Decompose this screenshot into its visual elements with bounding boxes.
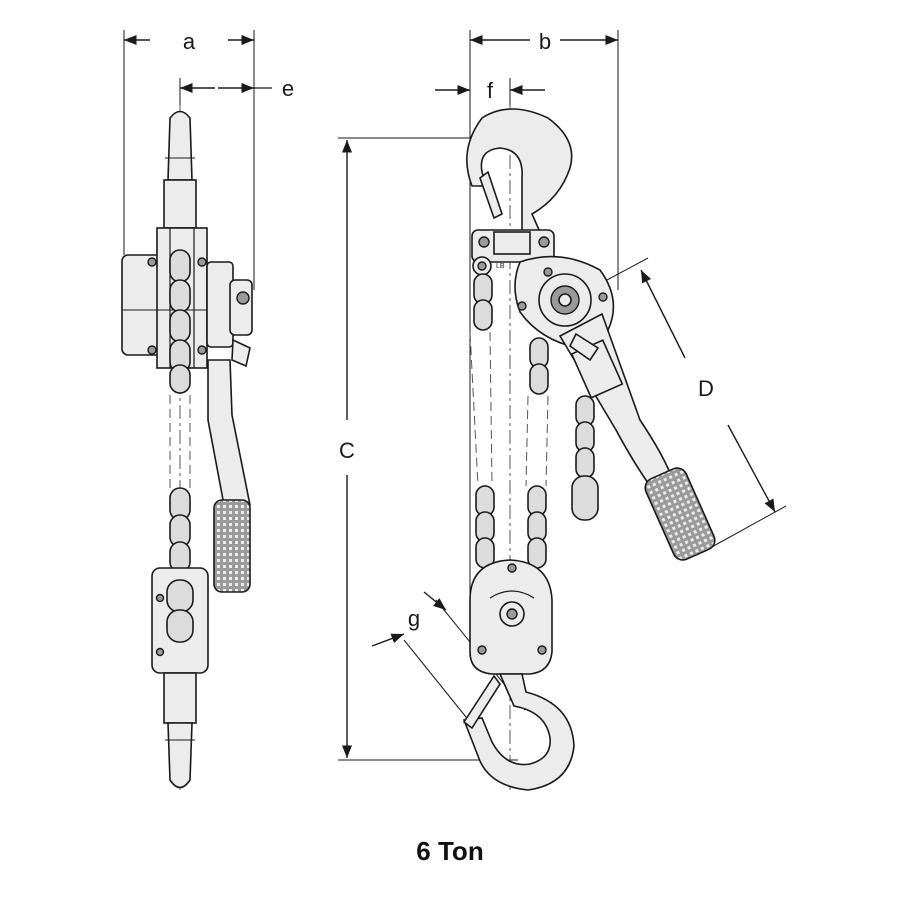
dim-g-extension-left <box>403 639 471 723</box>
front-load-chain-left-lower <box>475 485 495 569</box>
front-chain-run-4 <box>545 395 549 487</box>
front-slack-chain <box>571 395 599 521</box>
front-chain-run-2 <box>489 331 493 487</box>
side-knob <box>229 279 253 336</box>
dim-label-f: f <box>487 78 494 103</box>
dim-label-a: a <box>183 29 196 54</box>
side-top-hook <box>167 110 193 181</box>
front-top-hook <box>466 108 573 233</box>
capacity-caption: 6 Ton <box>416 836 484 866</box>
dim-label-e: e <box>282 76 294 101</box>
side-bottom-hook <box>167 722 193 789</box>
dim-d-extension-bottom <box>709 505 787 549</box>
dim-label-b: b <box>539 29 551 54</box>
side-ratchet-housing <box>206 261 234 348</box>
front-top-hook-latch <box>479 170 503 220</box>
side-handle-arm <box>207 359 251 506</box>
side-knob-hub <box>236 291 250 305</box>
dim-d-arrow-up <box>640 269 686 359</box>
side-view: a e <box>121 29 294 790</box>
front-chain-run-1 <box>469 331 479 487</box>
front-handle-grip <box>644 467 716 561</box>
front-chain-run-3 <box>525 395 529 487</box>
dim-d-arrow-down <box>727 424 776 513</box>
front-bottom-hook <box>462 673 575 791</box>
side-top-yoke <box>163 179 197 229</box>
front-load-chain-right-upper <box>529 337 549 395</box>
side-handle-grip <box>213 499 251 593</box>
front-view: b f C D g LB <box>338 29 787 791</box>
dim-label-g: g <box>408 606 420 631</box>
side-load-chain-upper <box>169 249 191 394</box>
front-pawl <box>568 332 600 362</box>
dim-label-c: C <box>339 438 355 463</box>
front-bottom-hook-latch <box>462 674 501 730</box>
dim-g-arrow-upper <box>423 591 447 611</box>
side-pawl-lever <box>231 338 251 368</box>
front-frame-stamp: LB <box>496 263 505 270</box>
dim-label-d: D <box>698 376 714 401</box>
front-top-frame-block <box>493 231 531 255</box>
front-load-chain-right-lower <box>527 485 547 569</box>
side-load-chain-lower <box>169 487 191 573</box>
side-bottom-yoke <box>163 672 197 724</box>
front-load-chain-left-upper <box>473 273 493 331</box>
dim-g-arrow-lower <box>371 633 405 647</box>
